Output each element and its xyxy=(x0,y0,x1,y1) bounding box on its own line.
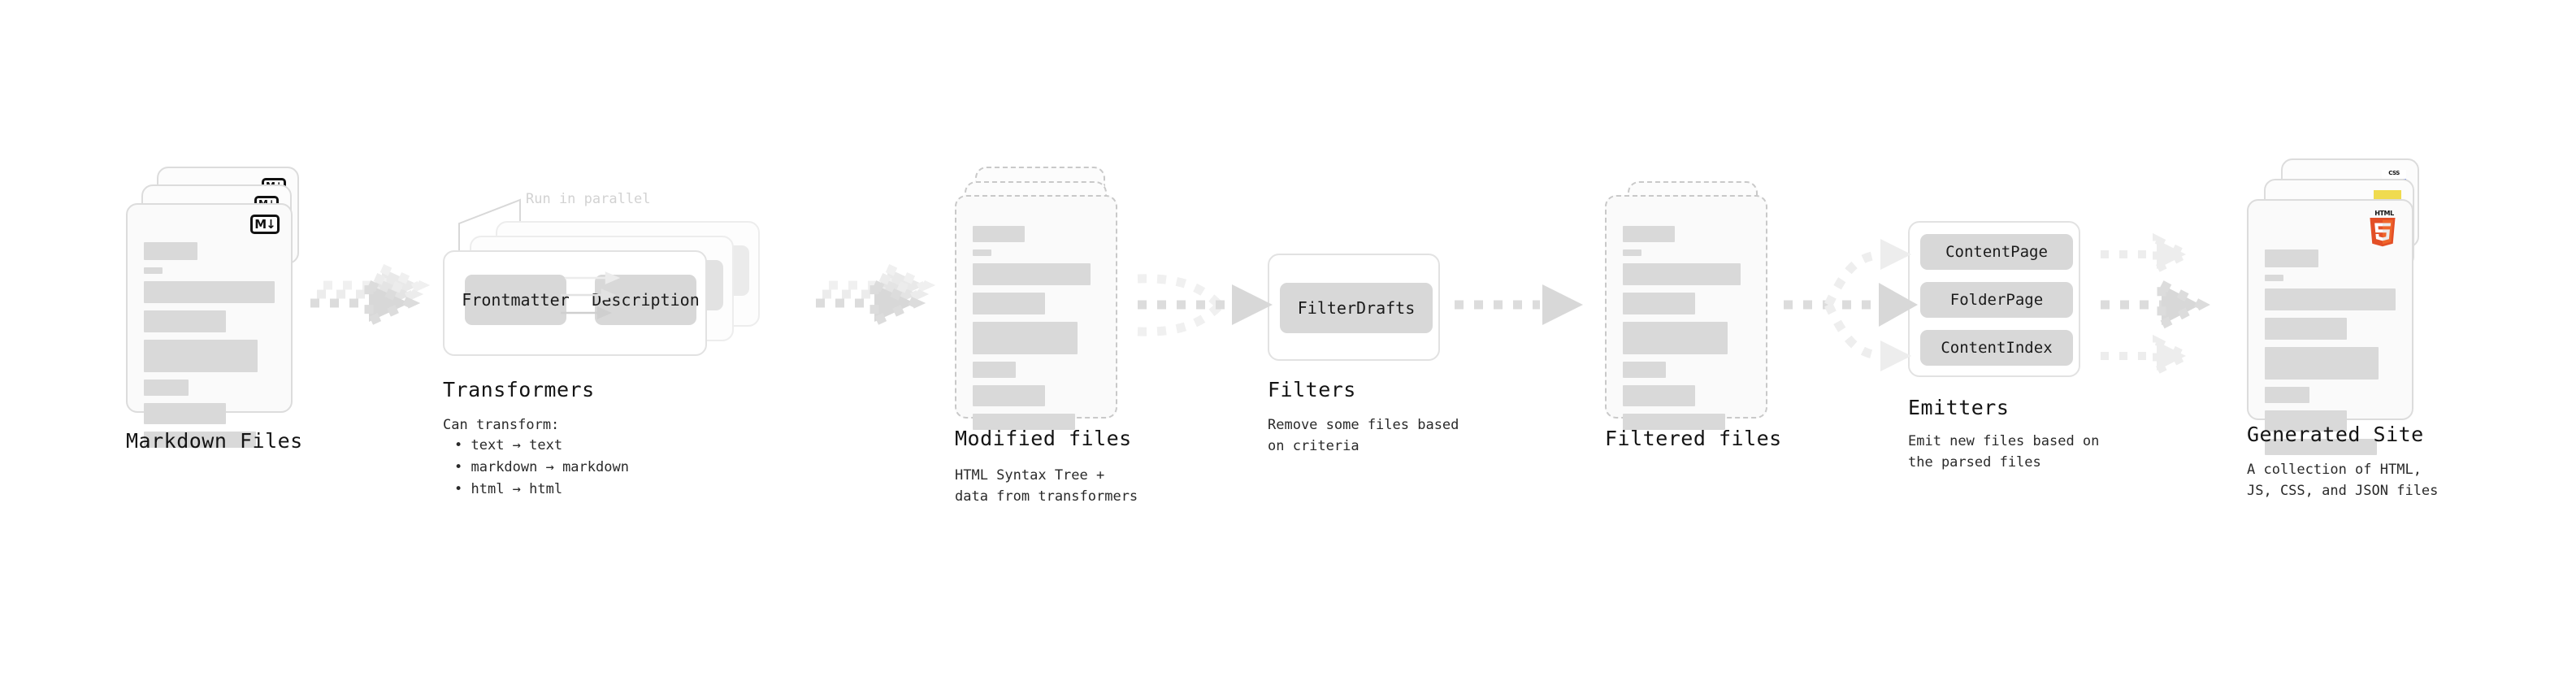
connector-emitters-to-generated xyxy=(2101,232,2210,378)
modified-skeleton xyxy=(973,226,1099,437)
transformers-list-item: html → html xyxy=(454,479,629,501)
filtered-skeleton xyxy=(1623,226,1750,437)
connector-modified-to-filters xyxy=(1137,274,1273,336)
caption-transformers-subtitle: Can transform: xyxy=(443,417,560,433)
filter-pill-filterdrafts[interactable]: FilterDrafts xyxy=(1280,283,1433,333)
generated-skeleton xyxy=(2265,249,2396,462)
stage-markdown-files: M↓ M↓ M↓ xyxy=(126,167,301,448)
transformer-group-front: Frontmatter Description xyxy=(443,250,707,356)
caption-transformers-title: Transformers xyxy=(443,378,595,401)
run-in-parallel-bracket xyxy=(458,198,521,264)
caption-transformers-list: text → text markdown → markdown html → h… xyxy=(443,435,629,501)
emitters-group: ContentPage FolderPage ContentIndex xyxy=(1908,221,2080,377)
transformer-inner-arrows xyxy=(561,271,621,319)
caption-filters-title: Filters xyxy=(1268,378,1356,401)
transformers-list-item: markdown → markdown xyxy=(454,457,628,479)
markdown-skeleton xyxy=(144,242,275,455)
stage-generated-site: CSS HTML xyxy=(2247,158,2434,455)
html5-shield-icon xyxy=(2370,218,2396,247)
caption-generated-site-subtitle: A collection of HTML, JS, CSS, and JSON … xyxy=(2247,462,2439,500)
emitter-pill-folderpage[interactable]: FolderPage xyxy=(1920,282,2073,318)
emitter-pill-contentindex[interactable]: ContentIndex xyxy=(1920,330,2073,366)
html5-badge-icon: HTML xyxy=(2368,210,2400,254)
caption-emitters-subtitle: Emit new files based on the parsed files xyxy=(1908,433,2100,471)
caption-filtered-files-title: Filtered files xyxy=(1605,427,1782,450)
caption-markdown-files-title: Markdown Files xyxy=(126,429,303,453)
markdown-badge-icon: M↓ xyxy=(250,215,280,234)
connector-transformers-to-modified xyxy=(816,261,936,329)
caption-modified-files-title: Modified files xyxy=(955,427,1132,450)
filters-group: FilterDrafts xyxy=(1268,254,1440,361)
transformers-list-item: text → text xyxy=(454,435,629,457)
stage-filtered-files xyxy=(1605,167,1780,430)
stage-modified-files xyxy=(955,167,1130,430)
filtered-card-front xyxy=(1605,195,1767,430)
connector-filtered-to-emitters xyxy=(1784,239,1918,371)
emitter-pill-contentpage[interactable]: ContentPage xyxy=(1920,234,2073,270)
caption-modified-files-subtitle: HTML Syntax Tree + data from transformer… xyxy=(955,467,1138,505)
transformer-pill-frontmatter[interactable]: Frontmatter xyxy=(462,275,570,325)
modified-card-front xyxy=(955,195,1117,430)
connector-markdown-to-transformers xyxy=(310,261,431,329)
caption-emitters-title: Emitters xyxy=(1908,396,2010,419)
markdown-card-front: M↓ xyxy=(126,203,293,448)
connector-filters-to-filtered xyxy=(1455,284,1583,325)
caption-generated-site-title: Generated Site xyxy=(2247,423,2424,446)
run-in-parallel-label: Run in parallel xyxy=(526,191,651,207)
generated-card-front-html: HTML xyxy=(2247,199,2413,455)
transformer-pill-description[interactable]: Description xyxy=(592,275,700,325)
caption-filters-subtitle: Remove some files based on criteria xyxy=(1268,417,1459,455)
